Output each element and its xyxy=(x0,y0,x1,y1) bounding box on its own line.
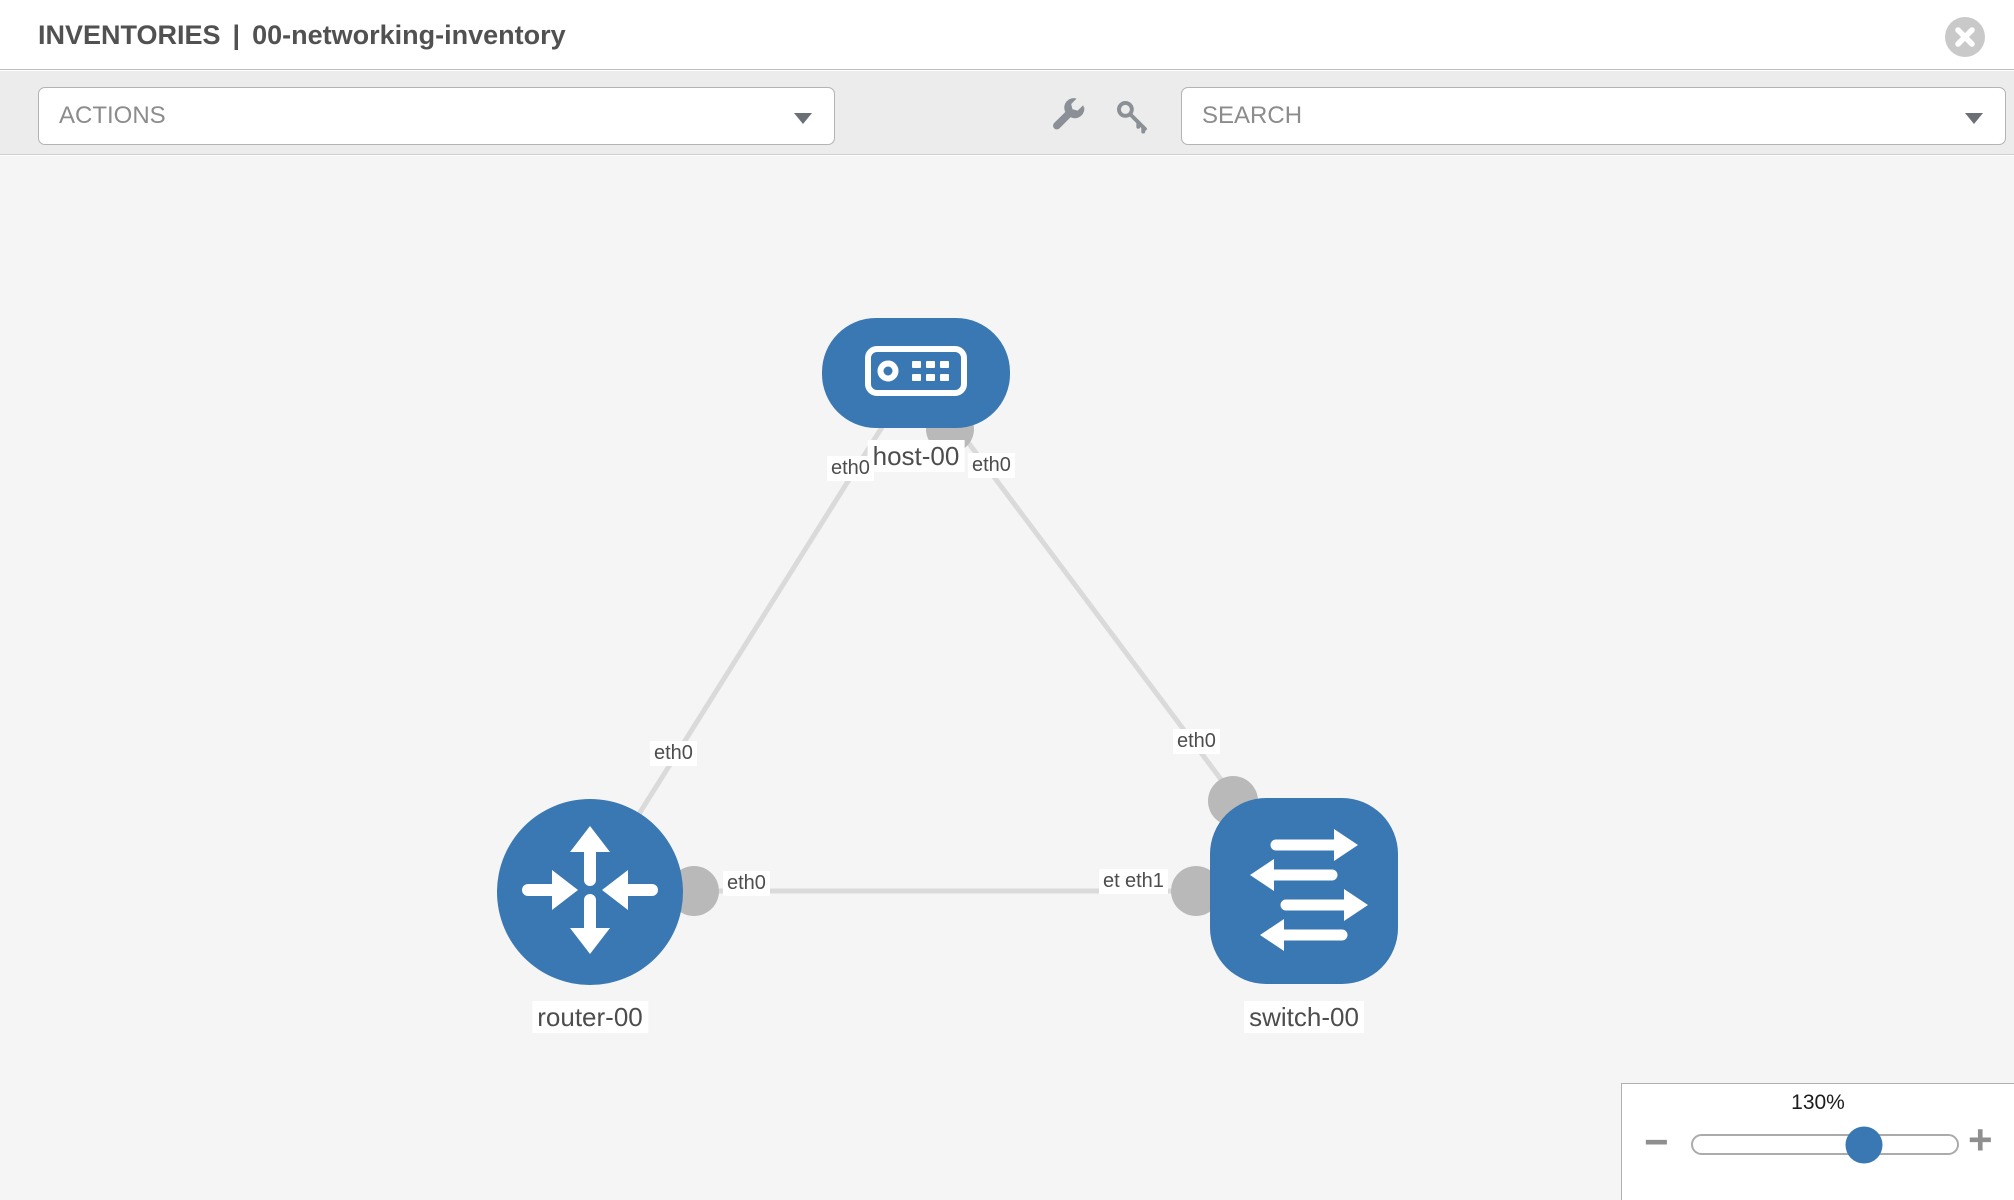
switch-icon xyxy=(1224,809,1384,974)
port-label-host-eth0-right: eth0 xyxy=(968,453,1015,478)
configure-button[interactable] xyxy=(1050,98,1086,134)
search-dropdown-label: SEARCH xyxy=(1202,102,1303,129)
link-host-switch[interactable] xyxy=(914,371,1264,836)
actions-dropdown[interactable]: ACTIONS xyxy=(38,87,835,145)
credentials-button[interactable] xyxy=(1114,98,1150,134)
breadcrumb-separator: | xyxy=(232,19,241,50)
node-switch-00[interactable] xyxy=(1210,798,1398,984)
port-label-host-eth0-left: eth0 xyxy=(827,456,874,481)
zoom-out-button[interactable]: − xyxy=(1644,1118,1669,1165)
inventory-name: 00-networking-inventory xyxy=(252,19,566,50)
zoom-slider-handle[interactable] xyxy=(1845,1126,1883,1163)
router-icon xyxy=(520,820,660,965)
node-label-router-00: router-00 xyxy=(532,1001,648,1033)
close-icon xyxy=(1944,17,1986,61)
chevron-down-icon xyxy=(794,113,812,124)
port-label-switch-eth1: eth1 xyxy=(1121,869,1168,894)
header: INVENTORIES | 00-networking-inventory xyxy=(0,0,2014,70)
port-label-router-eth0: eth0 xyxy=(723,871,770,896)
topology-links xyxy=(587,371,1304,894)
topology-canvas[interactable]: host-00 router-00 switch-00 eth0 eth0 et… xyxy=(0,156,2014,1200)
key-icon xyxy=(1114,100,1150,137)
port-label-router-eth0-uplink: eth0 xyxy=(650,741,697,766)
zoom-in-button[interactable]: + xyxy=(1968,1116,1993,1163)
breadcrumb-section: INVENTORIES xyxy=(38,19,221,50)
node-label-host-00: host-00 xyxy=(867,440,965,472)
host-icon xyxy=(864,345,968,402)
port-label-switch-eth0: eth0 xyxy=(1173,729,1220,754)
close-button[interactable] xyxy=(1944,16,1986,58)
chevron-down-icon xyxy=(1965,113,1983,124)
zoom-control-panel: 130% − + xyxy=(1621,1083,2014,1200)
page-title: INVENTORIES | 00-networking-inventory xyxy=(38,0,566,70)
node-label-switch-00: switch-00 xyxy=(1244,1001,1364,1033)
node-host-00[interactable] xyxy=(822,318,1010,428)
search-dropdown[interactable]: SEARCH xyxy=(1181,87,2006,145)
zoom-percentage: 130% xyxy=(1791,1091,1845,1114)
zoom-slider-track[interactable] xyxy=(1691,1126,1959,1163)
actions-dropdown-label: ACTIONS xyxy=(59,102,166,129)
wrench-icon xyxy=(1050,98,1086,137)
toolbar: ACTIONS SEARCH xyxy=(0,71,2014,155)
node-router-00[interactable] xyxy=(497,799,683,985)
